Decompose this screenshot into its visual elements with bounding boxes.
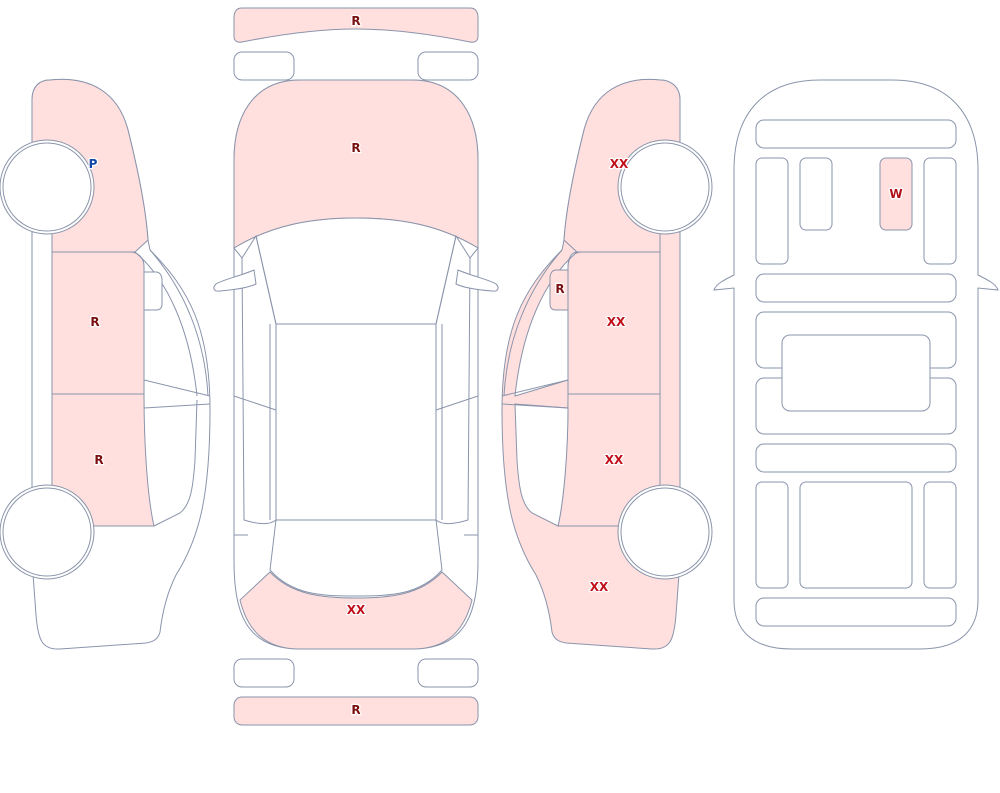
left-mirror[interactable] [143,271,163,311]
cabin-front-seats[interactable] [755,273,957,303]
front-left-corner[interactable] [233,51,295,81]
cabin-floor-center[interactable] [781,334,931,412]
rear-bumper-mark: R [351,703,360,717]
cabin-front-left[interactable] [755,157,789,265]
right-window-frame [501,249,569,409]
right-front-fender-mark: XX [610,157,629,171]
cabin-trunk-floor[interactable] [799,481,913,589]
left-window-frame [134,249,211,527]
left-front-door-mark: R [90,315,99,329]
right-rear-door-mark: XX [605,453,624,467]
roof [275,323,437,521]
cabin-front-console-left[interactable] [799,157,833,231]
rear-bumper-panel[interactable] [239,571,473,650]
right-front-door-mark: XX [607,315,626,329]
rear-window [269,519,443,597]
front-right-corner[interactable] [417,51,479,81]
front-bumper-mark: R [351,14,360,28]
right-rear-glass [514,403,569,527]
windshield [233,217,479,325]
top-view: R R XX R [213,7,499,726]
cabin-trunk-right[interactable] [923,481,957,589]
rear-right-corner[interactable] [417,658,479,688]
right-rear-wheel[interactable] [620,487,710,577]
right-mirror-mark: R [555,282,564,296]
rear-bumper-panel-mark: XX [347,603,366,617]
top-right-mirror[interactable] [455,269,499,292]
cabin-rear-seats[interactable] [755,443,957,473]
left-side-view: P R R [0,78,211,650]
front-bumper[interactable] [233,7,479,43]
rear-left-corner[interactable] [233,658,295,688]
right-mirror[interactable] [549,269,569,311]
cabin-front-right[interactable] [923,157,957,265]
cabin-dashboard[interactable] [755,119,957,149]
left-front-wheel[interactable] [2,142,92,232]
top-left-mirror[interactable] [213,269,257,292]
left-front-fender-mark: P [89,157,98,171]
right-side-view: XX R XX XX XX [501,78,713,650]
top-pillars [233,235,479,536]
cabin-front-console-right[interactable] [879,157,913,231]
cabin-rear-panel[interactable] [755,597,957,627]
left-rear-wheel[interactable] [2,487,92,577]
hood-mark: R [351,141,360,155]
rear-bumper[interactable] [233,696,479,726]
right-rear-quarter-mark: XX [590,580,609,594]
left-rear-door-mark: R [94,453,103,467]
right-front-wheel[interactable] [620,142,710,232]
cabin-view: W [713,79,999,650]
cabin-part-mark: W [889,187,902,201]
cabin-trunk-left[interactable] [755,481,789,589]
